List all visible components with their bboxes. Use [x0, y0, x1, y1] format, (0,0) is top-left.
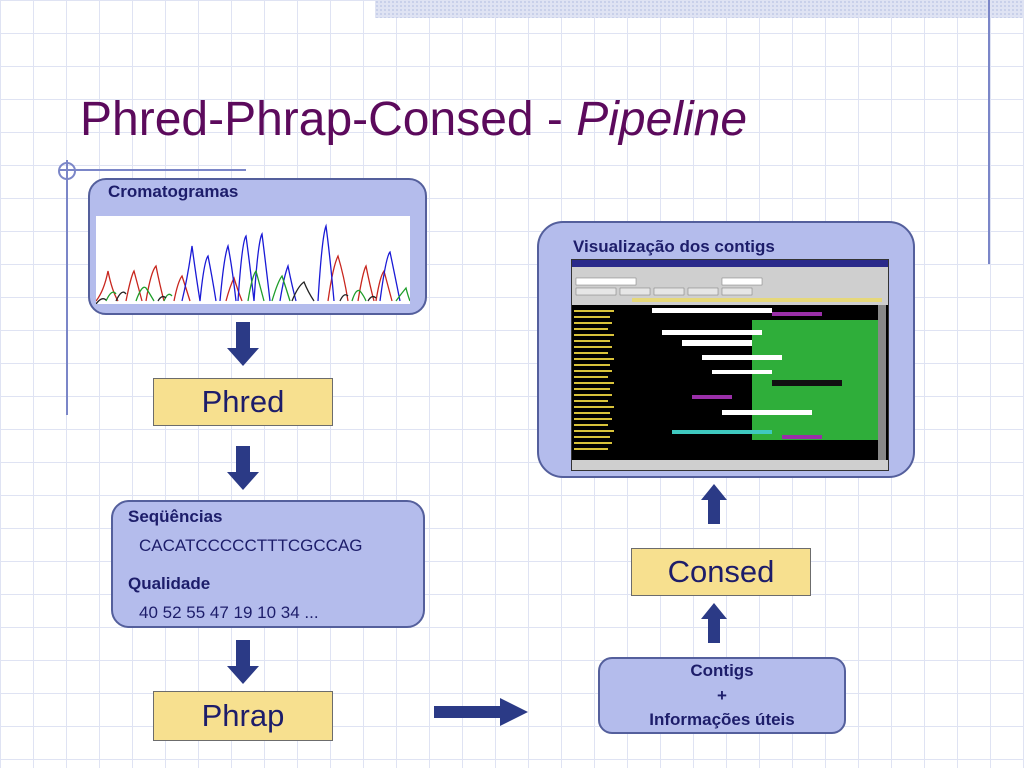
sequence-value: CACATCCCCCTTTCGCCAG	[139, 536, 363, 555]
consed-screenshot	[571, 259, 889, 471]
title-underline	[60, 169, 246, 171]
quality-label: Qualidade	[128, 574, 211, 593]
contigs-label-line1: Contigs	[690, 661, 754, 680]
down-arrow-1	[227, 322, 259, 366]
chromatogram-trace	[96, 216, 410, 304]
contigs-label-line2: +	[717, 686, 727, 705]
sequences-label: Seqüências	[128, 507, 223, 526]
right-arrow	[434, 698, 528, 726]
header-band	[375, 0, 1024, 18]
down-arrow-3	[227, 640, 259, 684]
right-rule	[988, 0, 990, 264]
up-arrow-2	[701, 484, 727, 524]
corner-circle-decoration	[58, 162, 76, 180]
consed-box: Consed	[631, 548, 811, 596]
phred-box: Phred	[153, 378, 333, 426]
page-title: Phred-Phrap-Consed - Pipeline	[80, 93, 748, 146]
quality-value: 40 52 55 47 19 10 34 ...	[139, 603, 319, 622]
chromatogram-label: Cromatogramas	[108, 182, 239, 201]
left-rule	[66, 160, 68, 415]
up-arrow-1	[701, 603, 727, 643]
visualization-label: Visualização dos contigs	[573, 237, 775, 256]
contigs-box	[598, 657, 846, 734]
contigs-label-line3: Informações úteis	[649, 710, 795, 729]
down-arrow-2	[227, 446, 259, 490]
sequences-box	[111, 500, 425, 628]
phrap-box: Phrap	[153, 691, 333, 741]
